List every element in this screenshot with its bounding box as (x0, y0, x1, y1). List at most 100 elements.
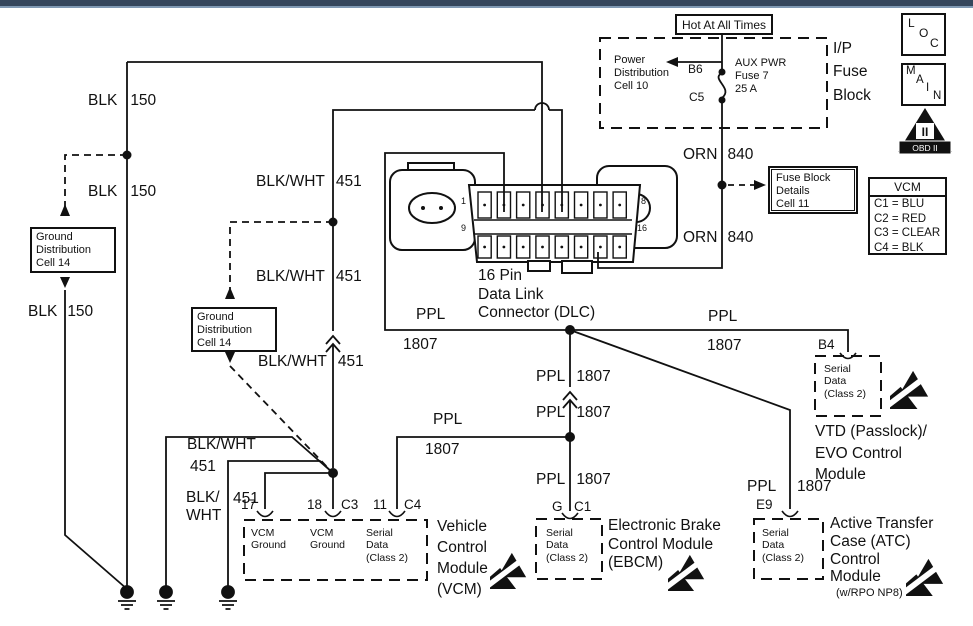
pin-e9-label: E9 (756, 497, 773, 512)
pin-g-label: G (552, 499, 563, 514)
wire-label-1807: 1807 (707, 337, 742, 354)
vtd-module-label: VTD (Passlock)/ EVO Control Module (815, 423, 927, 484)
vcm-connector-legend: VCM C1 = BLU C2 = RED C3 = CLEAR C4 = BL… (868, 177, 947, 255)
fuse-block-details-label: Fuse Block Details Cell 11 (771, 169, 855, 211)
arrow-up-icon (60, 204, 70, 216)
ground-icon (118, 585, 136, 610)
power-distribution-label: Power Distribution Cell 10 (614, 54, 670, 93)
wire-label-1807: 1807 (425, 441, 460, 458)
legend-row: C1 = BLU (874, 198, 925, 210)
dashed-boxes (243, 37, 882, 581)
ground-distribution-box-mid: Ground Distribution Cell 14 (191, 307, 277, 352)
ebcm-module-label: Electronic Brake Control Module (EBCM) (608, 517, 721, 572)
pin-b6-label: B6 (688, 62, 703, 76)
ebcm-serial-data-label: Serial Data (Class 2) (546, 527, 589, 564)
junction-dot (328, 217, 338, 227)
wire-orn-840-marks (666, 57, 766, 190)
atc-serial-data-label: Serial Data (Class 2) (762, 527, 805, 564)
arrow-up-icon (225, 287, 235, 299)
pin-18-label: 18 (307, 497, 323, 512)
main-letter: M (906, 65, 916, 77)
wire-label-ppl: PPL (416, 306, 446, 323)
aux-pwr-fuse-label: AUX PWR Fuse 7 25 A (735, 57, 787, 96)
dlc-pin9-label: 9 (461, 223, 467, 233)
window-top-bar (0, 0, 973, 8)
arrow-down-icon (225, 352, 235, 363)
vtd-box-outline (814, 355, 882, 417)
dlc-label: 16 Pin Data Link Connector (DLC) (478, 267, 596, 322)
dlc-pin8-label: 8 (641, 196, 647, 206)
esd-sensitive-icon (490, 552, 527, 589)
obd-ii-icon: II OBD II (898, 108, 952, 155)
legend-title: VCM (870, 179, 945, 197)
pin-connector-icons (256, 352, 857, 520)
ip-fuse-block-label: I/P Fuse Block (833, 40, 871, 104)
wire-label-1807: 1807 (797, 478, 832, 495)
pin-c1-label: C1 (574, 499, 592, 514)
ebcm-box-outline (535, 518, 603, 580)
ip-fuse-block-outline (599, 37, 828, 129)
legend-row: C2 = RED (874, 212, 927, 225)
arrow-right-icon (754, 180, 766, 190)
wire-break-icon (562, 387, 578, 409)
wire-blk-150 (64, 61, 543, 590)
pin-c3-label: C3 (341, 497, 359, 512)
wire-label-1807: 1807 (403, 336, 438, 353)
fuse-icon (717, 72, 727, 99)
pin-b4-label: B4 (818, 337, 835, 352)
ground-icon (219, 585, 237, 610)
junction-dot (122, 150, 132, 160)
hot-at-all-times-label: Hot At All Times (681, 17, 767, 32)
atc-rpo-label: (w/RPO NP8) (836, 587, 903, 599)
pin-c4-label: C4 (404, 497, 422, 512)
wire-label-ppl: PPL (747, 478, 777, 495)
pin-c5-label: C5 (689, 90, 705, 104)
loc-letter: L (908, 16, 915, 30)
main-badge: M A I N (901, 63, 946, 106)
wire-label-ppl: PPL (708, 308, 738, 325)
wire-blk-150-marks (60, 150, 132, 288)
fuse-block-details-box: Fuse Block Details Cell 11 (768, 166, 858, 214)
dlc-pin16-label: 16 (637, 223, 648, 233)
pin-17-label: 17 (241, 497, 257, 512)
junction-dot (565, 432, 575, 442)
legend-row: C4 = BLK (874, 241, 924, 254)
wire-label-blk-wht-451: BLK/ WHT (186, 488, 222, 524)
arrow-left-icon (666, 57, 678, 67)
ground-symbols (118, 585, 237, 610)
vcm-module-label: Vehicle Control Module (VCM) (437, 518, 488, 598)
loc-letter: O (919, 26, 929, 40)
dlc-connector-graphic (389, 162, 678, 274)
arrow-down-icon (60, 277, 70, 288)
loc-letter: C (930, 36, 939, 50)
vcm-box-outline (243, 519, 428, 581)
wire-blk-wht-451 (165, 102, 563, 587)
obd-banner-label: OBD II (912, 143, 938, 153)
esd-sensitive-icon (890, 370, 929, 409)
dlc-pin1-label: 1 (461, 196, 467, 206)
wire-label-blk-wht-451: BLK/WHT (187, 435, 256, 453)
wire-blk-wht-451-marks (225, 217, 338, 478)
vcm-serial-data-label: Serial Data (Class 2) (366, 527, 409, 564)
terminal-dot (718, 96, 726, 104)
atc-module-label: Active Transfer Case (ATC) Control Modul… (830, 515, 934, 586)
main-letter: N (933, 90, 942, 102)
main-letter: A (916, 74, 924, 86)
vtd-serial-data-label: Serial Data (Class 2) (824, 363, 867, 400)
ground-icon (157, 585, 175, 610)
junction-dot (717, 180, 727, 190)
ground-distribution-box-left: Ground Distribution Cell 14 (30, 227, 116, 273)
junction-dot (328, 468, 338, 478)
